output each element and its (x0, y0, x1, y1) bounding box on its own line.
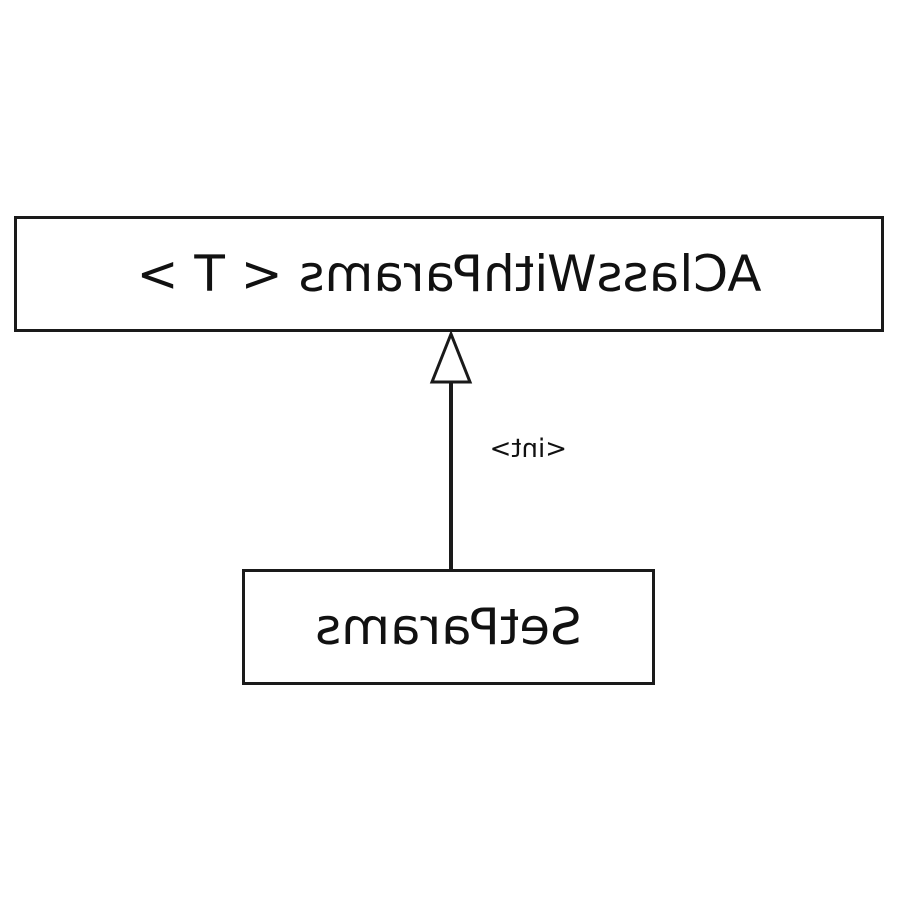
class-name-aclasswithparams: AClassWithParams < T > (136, 245, 762, 303)
class-box-setparams[interactable]: SetParams (242, 569, 655, 685)
type-argument-label: <int> (489, 434, 567, 464)
class-name-setparams: SetParams (315, 598, 582, 656)
class-box-aclasswithparams[interactable]: AClassWithParams < T > (14, 216, 884, 332)
generalization-arrowhead (429, 329, 473, 384)
